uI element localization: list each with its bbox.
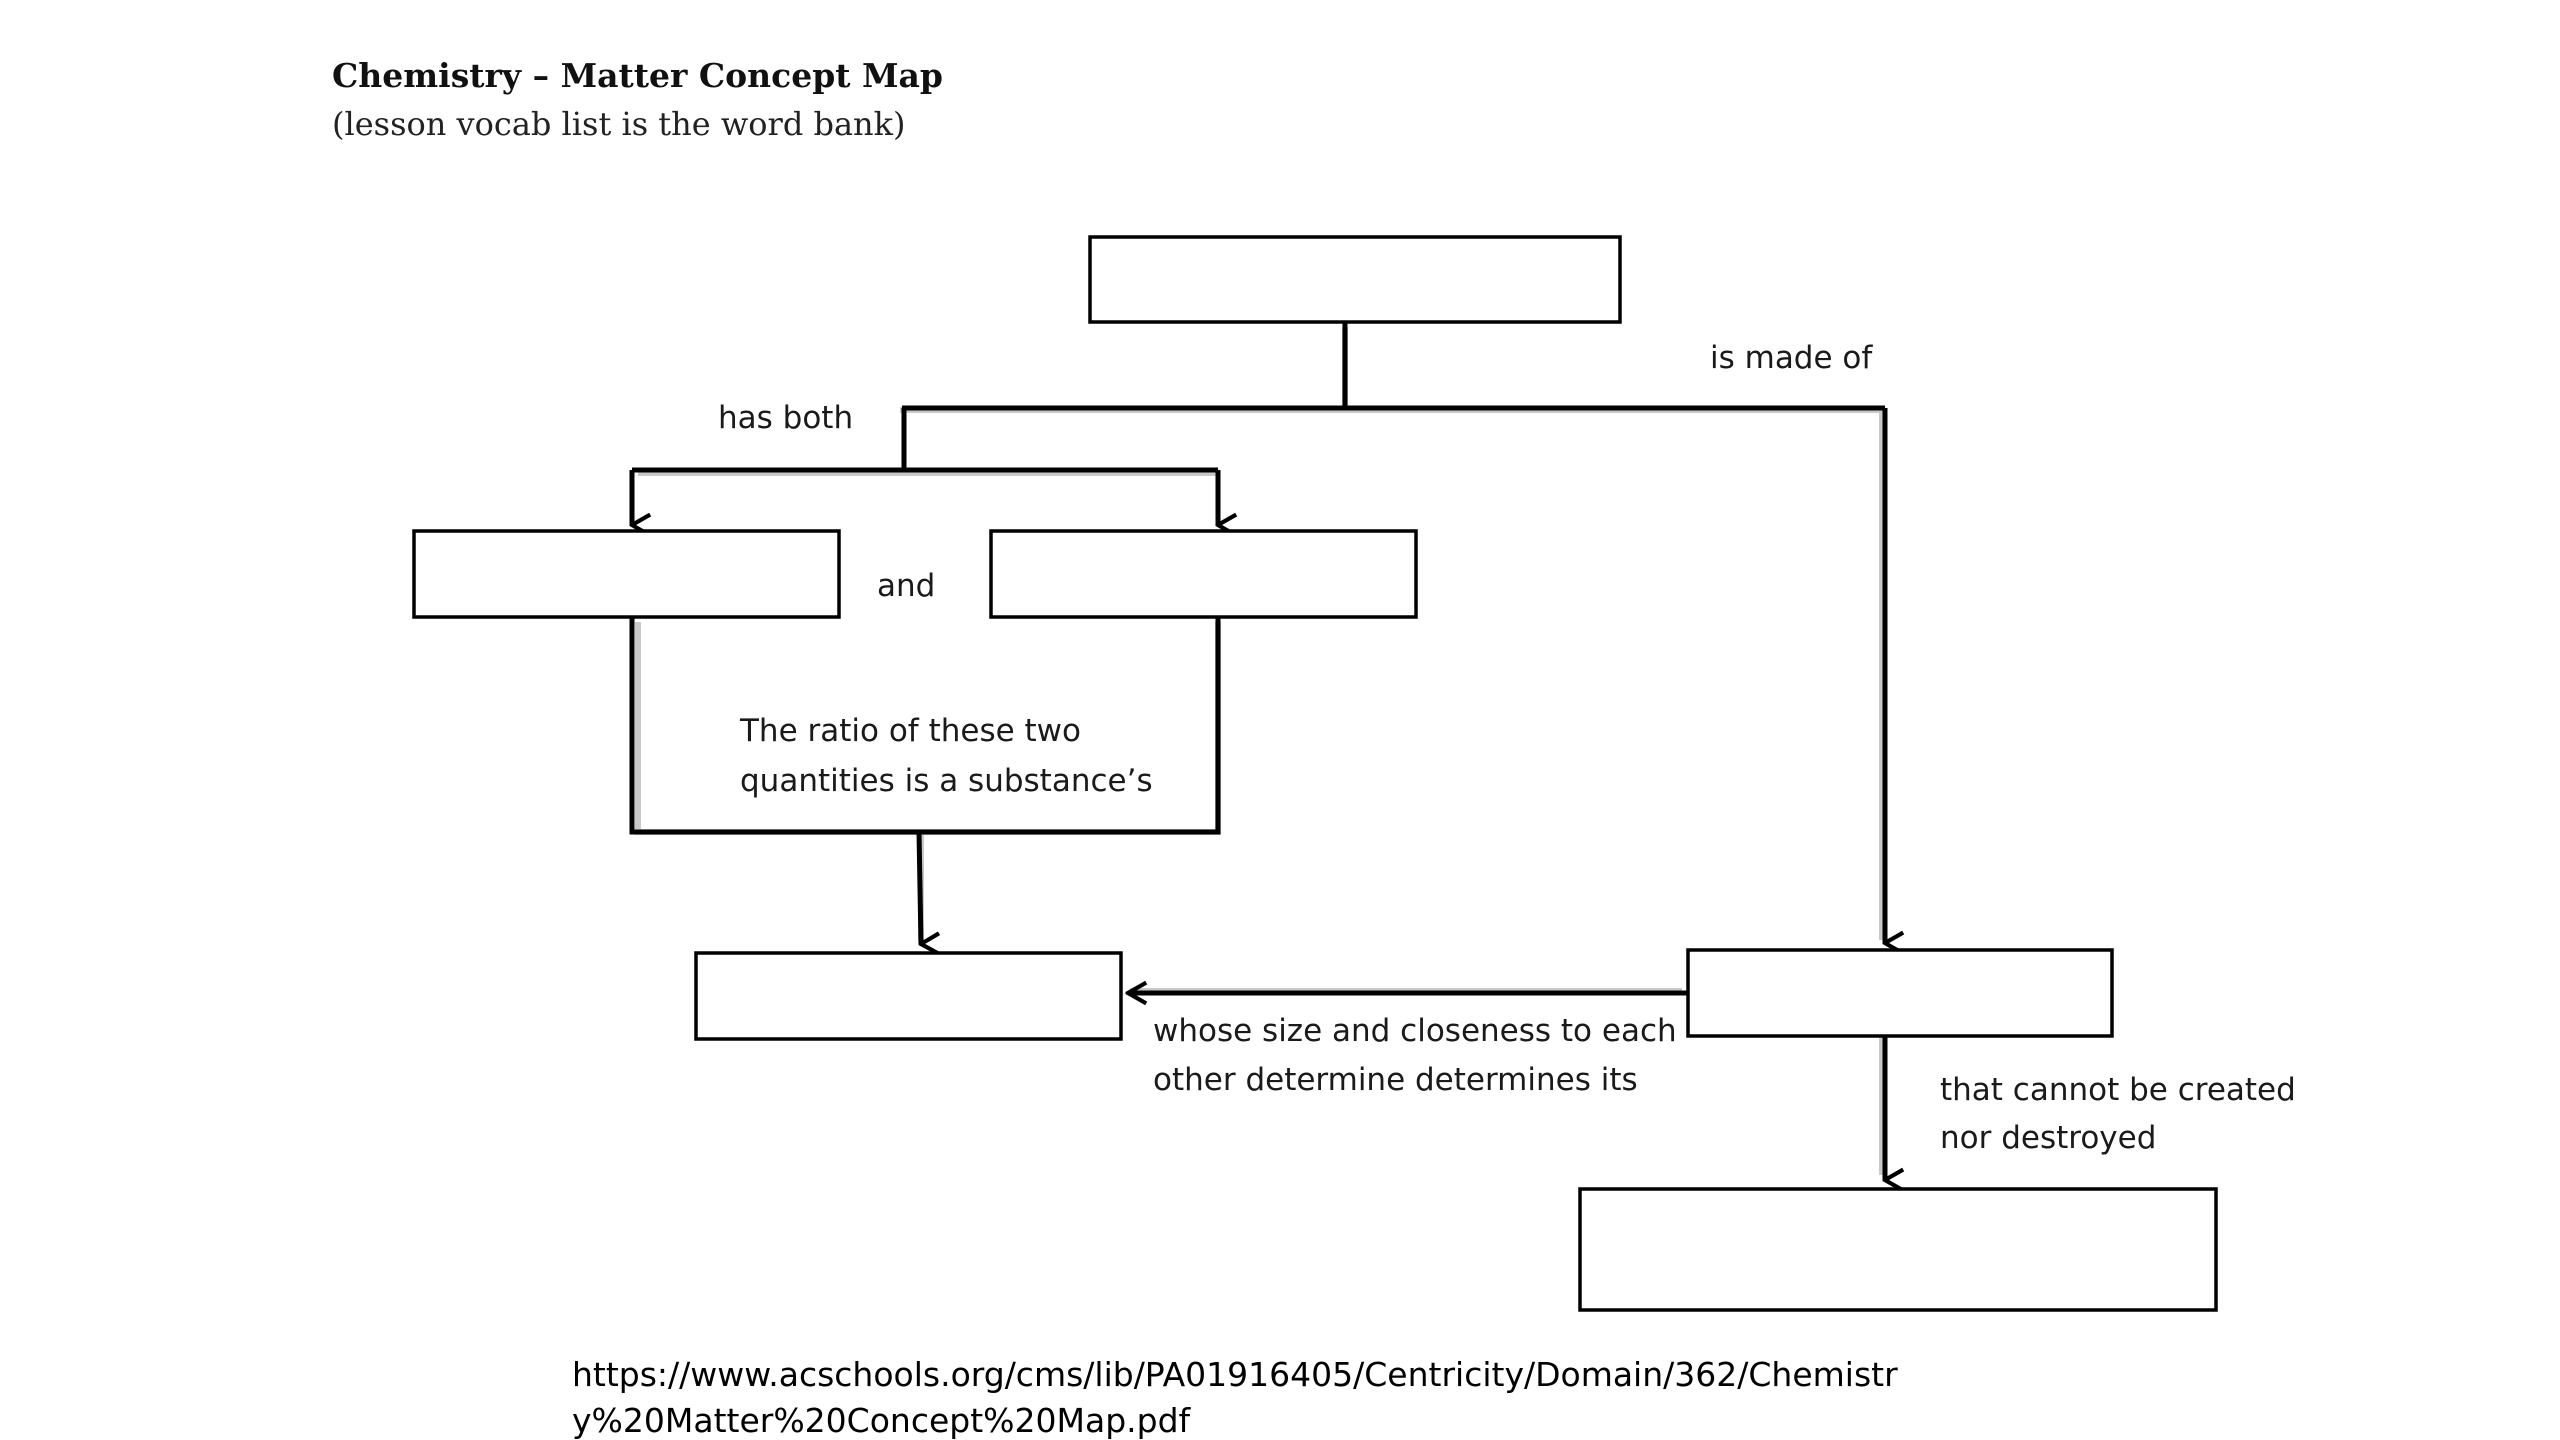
label-ratio-line1: The ratio of these two (739, 713, 1081, 749)
concept-box-bottom[interactable] (1578, 1187, 2218, 1312)
label-ratio-line2: quantities is a substance’s (740, 763, 1153, 799)
concept-box-ratio-result[interactable] (694, 951, 1123, 1041)
page-title: Chemistry – Matter Concept Map (332, 56, 943, 95)
arrow-to-ratio-result (916, 831, 921, 944)
page-subtitle: (lesson vocab list is the word bank) (332, 105, 906, 143)
label-has-both: has both (718, 400, 853, 436)
concept-box-left-quantity[interactable] (412, 529, 841, 619)
source-url-line2: y%20Matter%20Concept%20Map.pdf (572, 1401, 1191, 1440)
label-whose-line2: other determine determines its (1153, 1062, 1638, 1098)
label-is-made-of: is made of (1710, 340, 1873, 376)
label-cannot-line2: nor destroyed (1940, 1120, 2156, 1156)
concept-box-right-quantity[interactable] (989, 529, 1418, 619)
source-url[interactable]: https://www.acschools.org/cms/lib/PA0191… (572, 1352, 1898, 1440)
source-url-line1: https://www.acschools.org/cms/lib/PA0191… (572, 1355, 1898, 1394)
label-cannot-line1: that cannot be created (1940, 1072, 2296, 1108)
concept-box-top[interactable] (1088, 235, 1622, 324)
ratio-bracket (629, 618, 1221, 835)
concept-box-particles[interactable] (1686, 948, 2114, 1038)
label-and: and (877, 568, 935, 604)
label-whose-line1: whose size and closeness to each (1153, 1013, 1677, 1049)
